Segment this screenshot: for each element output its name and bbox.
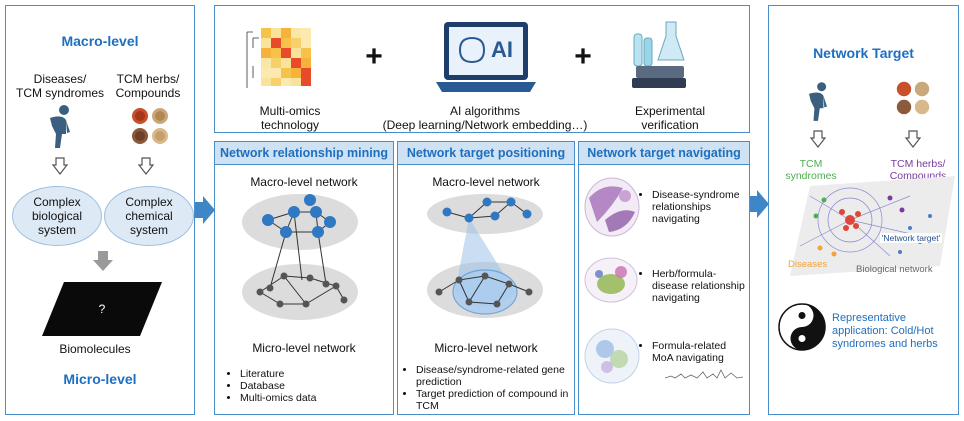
bullet-item: Database <box>240 380 388 392</box>
positioning-micro-label: Micro-level network <box>434 341 538 355</box>
bullet-item: Literature <box>240 368 388 380</box>
bullet-item: Multi-omics data <box>240 392 388 404</box>
chem-system-label: Complex chemical system <box>125 195 173 237</box>
lab-equipment-icon <box>632 21 686 88</box>
yin-yang-icon <box>778 303 826 351</box>
biological-network-diagram <box>790 176 955 276</box>
bullet-item: Target prediction of compound in TCM <box>416 388 570 412</box>
unknown-black-box <box>42 282 162 336</box>
diseases-label: Diseases/ TCM syndromes <box>15 72 104 100</box>
down-arrow-icon <box>51 157 69 175</box>
micro-level-title: Micro-level <box>63 371 137 387</box>
down-arrow-icon <box>904 130 922 148</box>
navigating-item-2: Herb/formula-disease relationship naviga… <box>640 268 750 304</box>
ai-laptop-icon <box>436 22 536 92</box>
heatmap-icon <box>246 28 311 88</box>
navigating-item-1: Disease-syndrome relationships navigatin… <box>640 189 750 225</box>
bio-system-label: Complex biological system <box>31 195 83 237</box>
representative-application-label: Representative application: Cold/Hot syn… <box>832 312 938 350</box>
plus-sign: + <box>365 40 383 73</box>
disease-syndrome-network-icon <box>584 177 640 237</box>
positioning-macro-label: Macro-level network <box>432 175 540 189</box>
down-arrow-icon <box>809 130 827 148</box>
complex-chemical-system: Complex chemical system <box>104 186 194 246</box>
herbs-icon <box>132 108 168 144</box>
bullet-item: Formula-related MoA navigating <box>652 340 750 364</box>
multiomics-label: Multi-omics technology <box>259 104 321 132</box>
bullet-item: Herb/formula-disease relationship naviga… <box>652 268 750 304</box>
right-arrow-icon <box>195 196 215 224</box>
biomolecules-label: Biomolecules <box>59 342 131 356</box>
mining-macro-label: Macro-level network <box>250 175 358 189</box>
mining-bullet-list: Literature Database Multi-omics data <box>228 368 388 404</box>
macro-level-title: Macro-level <box>61 33 139 49</box>
diseases-label: Diseases <box>788 259 828 270</box>
mining-micro-label: Micro-level network <box>252 341 356 355</box>
plus-sign: + <box>574 40 592 73</box>
down-arrow-icon <box>137 157 155 175</box>
question-mark: ? <box>98 302 106 316</box>
herb-formula-network-icon <box>584 257 638 303</box>
ai-badge-text: AI <box>491 37 513 62</box>
experimental-label: Experimental verification <box>634 104 706 132</box>
positioning-header: Network target positioning <box>398 142 574 165</box>
complex-biological-system: Complex biological system <box>12 186 102 246</box>
navigating-header: Network target navigating <box>579 142 749 165</box>
two-layer-network-diagram <box>242 194 358 320</box>
network-target-title: Network Target <box>813 45 914 61</box>
herbs-label: TCM herbs/ Compounds <box>115 72 181 100</box>
herbs-icon <box>896 81 930 115</box>
navigating-item-3: Formula-related MoA navigating <box>640 340 750 364</box>
ai-algorithms-label: AI algorithms (Deep learning/Network emb… <box>382 104 588 132</box>
tcm-syndromes-label: TCM syndromes <box>785 158 837 182</box>
down-arrow-grey-icon <box>93 251 113 271</box>
network-target-label: 'Network target' <box>880 233 942 243</box>
tcm-herbs-label: TCM herbs/ Compounds <box>889 158 947 182</box>
bullet-item: Disease/syndrome-related gene prediction <box>416 364 570 388</box>
biological-network-label: Biological network <box>856 264 933 275</box>
sick-person-icon <box>50 105 70 148</box>
right-arrow-icon <box>749 190 769 218</box>
positioning-bullet-list: Disease/syndrome-related gene prediction… <box>404 364 570 412</box>
bullet-item: Disease-syndrome relationships navigatin… <box>652 189 750 225</box>
mining-header: Network relationship mining <box>215 142 393 165</box>
formula-moa-network-icon <box>584 328 640 384</box>
sick-person-icon <box>809 82 827 121</box>
target-positioning-diagram <box>427 194 543 318</box>
signal-plot-icon <box>664 369 744 379</box>
